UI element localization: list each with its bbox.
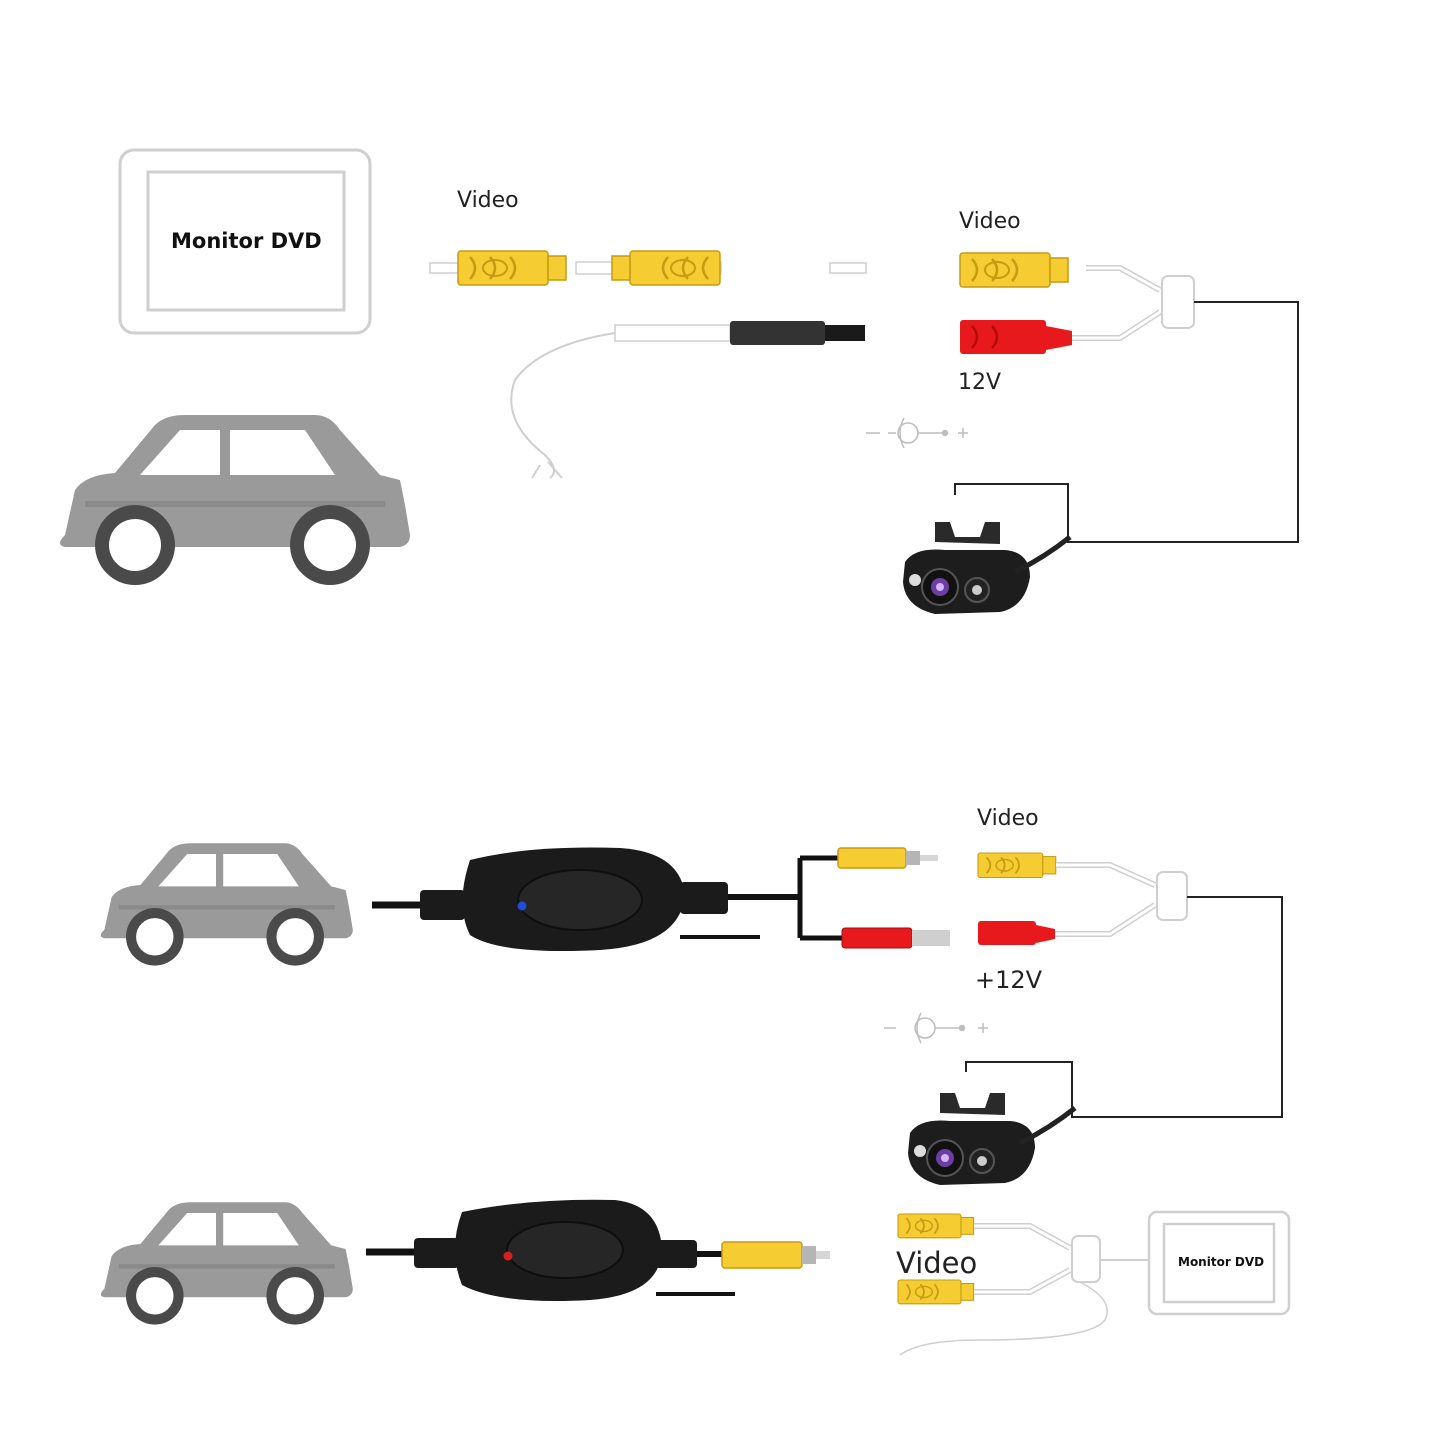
wireless-receiver-section <box>100 1199 1291 1356</box>
wired-section <box>60 148 1299 614</box>
monitor-video-connector <box>897 1279 975 1305</box>
transmitter-box <box>372 847 842 951</box>
camera-cable-splitter <box>965 862 1283 1118</box>
video-label: Video <box>896 1246 978 1280</box>
power-label: +12V <box>975 966 1043 994</box>
car-icon <box>100 843 353 966</box>
car-icon <box>100 1202 353 1325</box>
camera-cable-splitter <box>954 265 1299 543</box>
ground-wire <box>866 417 968 449</box>
camera-icon <box>903 522 1070 614</box>
video-label: Video <box>959 209 1021 234</box>
camera-power-connector <box>960 320 1072 354</box>
trigger-wire <box>510 321 865 479</box>
monitor-dvd <box>118 148 372 335</box>
receiver-video-plug <box>721 1241 830 1269</box>
receiver-box <box>366 1199 735 1301</box>
ground-wire <box>884 1012 988 1044</box>
monitor-label: Monitor DVD <box>171 229 322 253</box>
video-label: Video <box>457 188 519 213</box>
car-icon <box>60 415 410 585</box>
video-extension-cable <box>429 249 867 287</box>
power-label: 12V <box>958 370 1002 395</box>
camera-video-connector <box>977 852 1057 879</box>
transmitter-power-plug <box>841 927 950 949</box>
monitor-dvd <box>1147 1210 1291 1316</box>
transmitter-led-icon <box>517 901 527 911</box>
camera-power-connector <box>978 921 1055 945</box>
wireless-transmitter-section <box>100 843 1283 1185</box>
camera-video-connector <box>958 251 1070 289</box>
video-label: Video <box>977 806 1039 831</box>
monitor-label: Monitor DVD <box>1178 1255 1265 1269</box>
receiver-led-icon <box>503 1251 513 1261</box>
monitor-cable-splitter <box>899 1223 1150 1356</box>
monitor-video-connector <box>897 1213 975 1239</box>
camera-icon <box>908 1093 1075 1185</box>
transmitter-video-plug <box>837 847 938 869</box>
